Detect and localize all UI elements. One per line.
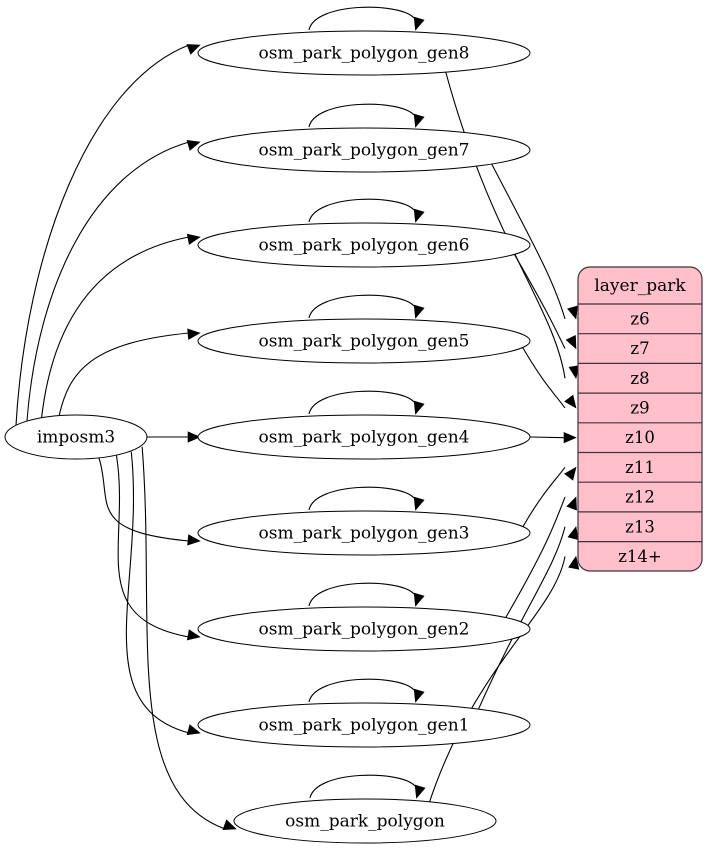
table-row-z12: z12 bbox=[625, 488, 655, 507]
node-gen8[interactable] bbox=[197, 30, 531, 76]
self-loop-gen6 bbox=[308, 198, 415, 223]
self-loop-gen8 bbox=[308, 6, 415, 31]
node-label-gen6: osm_park_polygon_gen6 bbox=[259, 236, 470, 256]
edge-arrow-imposm3-to-gen7 bbox=[186, 139, 201, 151]
edge-arrow-imposm3-to-gen2 bbox=[186, 629, 201, 641]
edge-gen1-to-row-z13 bbox=[477, 526, 566, 710]
edge-arrow-imposm3-to-gen1 bbox=[186, 724, 201, 736]
self-loop-arrow-gen6 bbox=[413, 208, 425, 223]
edge-arrow-imposm3-to-gen8 bbox=[186, 44, 201, 55]
node-gen6[interactable] bbox=[197, 222, 531, 268]
edge-arrow-base-to-row-z14+ bbox=[568, 555, 580, 570]
edge-imposm3-to-gen1 bbox=[125, 451, 190, 734]
node-label-gen3: osm_park_polygon_gen3 bbox=[259, 524, 470, 544]
edge-imposm3-to-gen7 bbox=[26, 141, 190, 423]
edge-arrow-imposm3-to-gen5 bbox=[187, 328, 201, 340]
self-loop-edges bbox=[308, 6, 426, 799]
edge-gen2-to-row-z12 bbox=[505, 496, 566, 619]
edge-arrow-gen2-to-row-z12 bbox=[566, 496, 577, 511]
edge-gen3-to-row-z11 bbox=[522, 467, 566, 528]
table-row-z8: z8 bbox=[630, 369, 649, 388]
table-row-z11: z11 bbox=[625, 458, 655, 477]
node-imposm3[interactable] bbox=[4, 414, 148, 460]
node-label-gen5: osm_park_polygon_gen5 bbox=[259, 332, 470, 352]
source-node-imposm3: imposm3 bbox=[4, 414, 148, 460]
self-loop-base bbox=[309, 774, 416, 799]
edge-imposm3-to-base bbox=[141, 446, 226, 830]
table-row-z14+: z14+ bbox=[618, 547, 662, 566]
self-loop-arrow-gen5 bbox=[413, 304, 425, 319]
edge-arrow-gen4-to-row-z10 bbox=[563, 431, 577, 444]
node-label-gen1: osm_park_polygon_gen1 bbox=[259, 716, 470, 736]
layer-park-header-label: layer_park bbox=[594, 276, 686, 296]
edge-arrow-gen7-to-row-z6 bbox=[567, 305, 578, 320]
edge-imposm3-to-gen3 bbox=[98, 457, 190, 542]
table-row-z9: z9 bbox=[630, 398, 649, 417]
edge-imposm3-to-gen2 bbox=[115, 455, 190, 638]
edge-arrow-imposm3-to-base bbox=[222, 819, 237, 831]
edges-from-imposm3 bbox=[15, 44, 237, 831]
node-label-gen8: osm_park_polygon_gen8 bbox=[259, 44, 470, 64]
self-loop-gen4 bbox=[308, 390, 415, 415]
node-gen7[interactable] bbox=[197, 127, 531, 173]
edge-imposm3-to-gen5 bbox=[58, 332, 190, 417]
table-row-z13: z13 bbox=[625, 517, 655, 536]
node-gen3[interactable] bbox=[197, 510, 531, 556]
self-loop-arrow-gen2 bbox=[413, 592, 425, 607]
edge-arrow-gen1-to-row-z13 bbox=[567, 526, 579, 541]
table-row-z7: z7 bbox=[630, 339, 649, 358]
node-label-base: osm_park_polygon bbox=[285, 812, 445, 832]
edge-imposm3-to-gen6 bbox=[40, 236, 190, 419]
self-loop-arrow-gen4 bbox=[413, 400, 425, 415]
self-loop-arrow-gen1 bbox=[413, 688, 425, 703]
node-label-imposm3: imposm3 bbox=[37, 428, 115, 448]
edges-to-layer-park bbox=[429, 71, 580, 803]
self-loop-gen5 bbox=[308, 294, 415, 319]
edge-arrow-imposm3-to-gen4 bbox=[187, 431, 201, 443]
edge-gen6-to-row-z7 bbox=[513, 253, 566, 349]
edge-gen4-to-row-z10 bbox=[529, 436, 566, 439]
self-loop-gen7 bbox=[308, 103, 415, 128]
edge-arrow-gen5-to-row-z9 bbox=[564, 394, 577, 409]
self-loop-gen3 bbox=[308, 486, 415, 511]
edge-arrow-gen3-to-row-z11 bbox=[564, 466, 577, 481]
self-loop-gen2 bbox=[308, 582, 415, 607]
node-gen1[interactable] bbox=[197, 702, 531, 748]
node-label-gen7: osm_park_polygon_gen7 bbox=[259, 141, 470, 161]
table-row-z10: z10 bbox=[625, 428, 655, 447]
polygon-nodes: osm_park_polygon_gen8 osm_park_polygon_ge… bbox=[197, 30, 531, 844]
layer-park-table: layer_park z6 z7 z8 z9 z10 z11 z12 z13 z14+ bbox=[577, 266, 703, 572]
edge-gen5-to-row-z9 bbox=[521, 346, 566, 409]
self-loop-arrow-gen3 bbox=[413, 496, 425, 511]
layer-park-table-body bbox=[577, 266, 703, 572]
node-gen2[interactable] bbox=[197, 606, 531, 652]
node-gen5[interactable] bbox=[197, 318, 531, 364]
table-row-z6: z6 bbox=[630, 309, 649, 328]
edge-base-to-row-z14+ bbox=[429, 556, 566, 803]
self-loop-arrow-base bbox=[414, 784, 426, 799]
node-label-gen4: osm_park_polygon_gen4 bbox=[259, 428, 470, 448]
self-loop-arrow-gen7 bbox=[413, 113, 425, 128]
edge-arrow-imposm3-to-gen3 bbox=[187, 534, 201, 546]
node-label-gen2: osm_park_polygon_gen2 bbox=[259, 620, 470, 640]
self-loop-gen1 bbox=[308, 678, 415, 703]
edge-imposm3-to-gen8 bbox=[15, 44, 190, 428]
node-base[interactable] bbox=[233, 798, 497, 844]
node-gen4[interactable] bbox=[197, 414, 531, 460]
edge-gen7-to-row-z6 bbox=[491, 163, 566, 320]
self-loop-arrow-gen8 bbox=[413, 16, 425, 31]
edge-arrow-imposm3-to-gen6 bbox=[186, 233, 201, 245]
edge-arrow-gen6-to-row-z7 bbox=[565, 335, 577, 350]
